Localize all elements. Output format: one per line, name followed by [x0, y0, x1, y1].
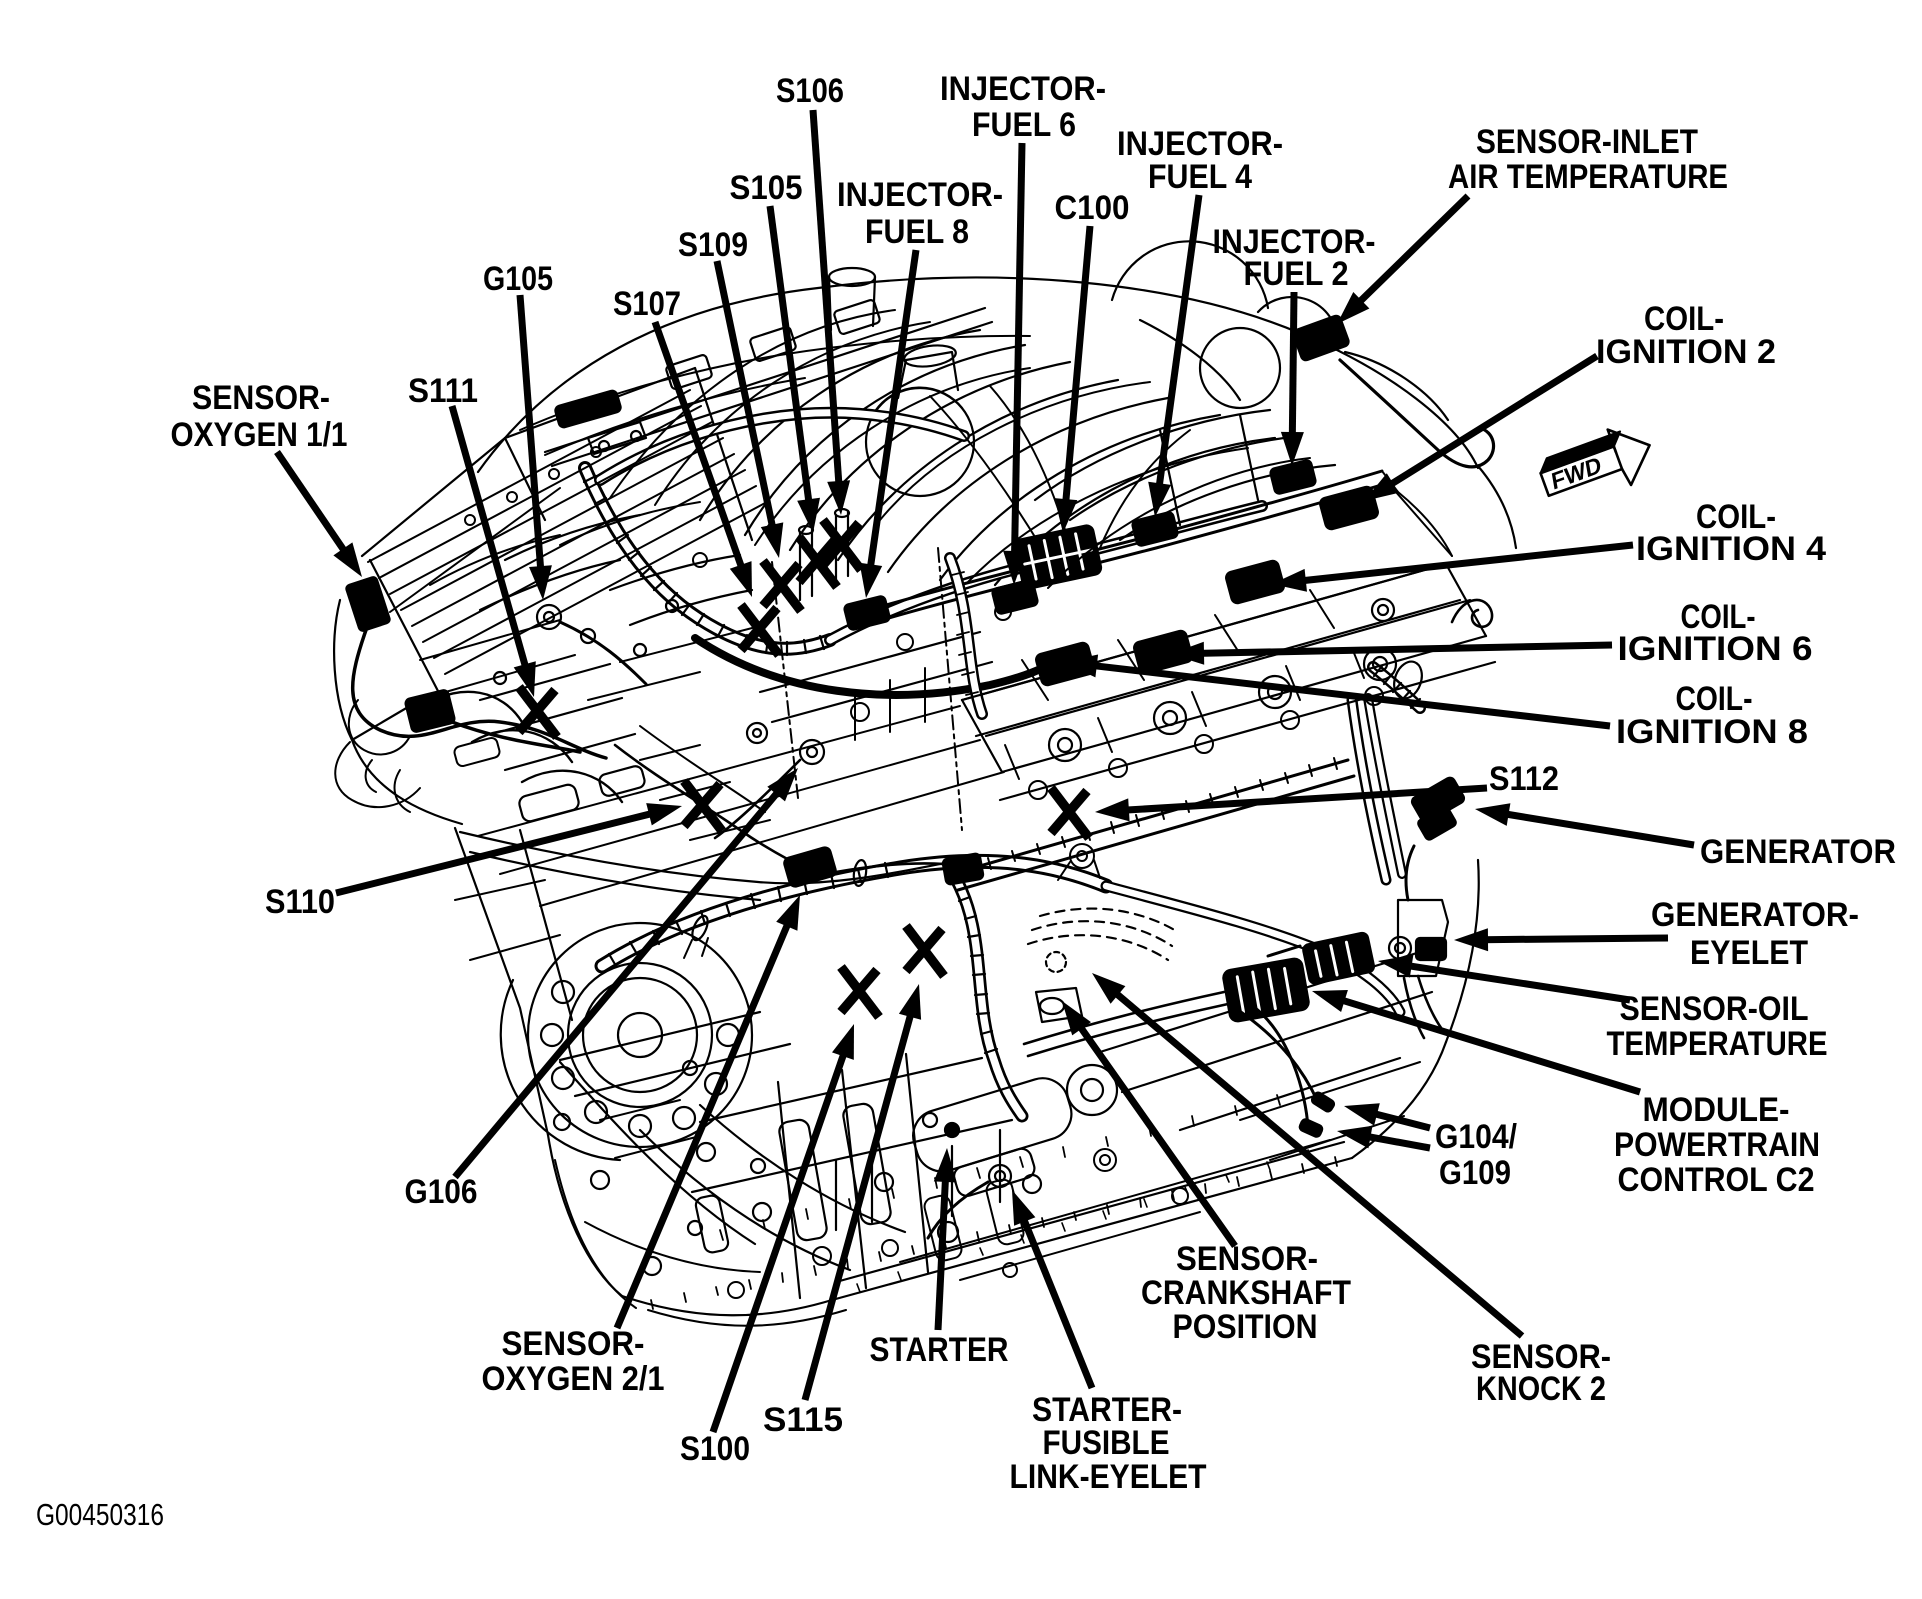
- svg-text:MODULE-: MODULE-: [1643, 1091, 1790, 1129]
- svg-text:IGNITION 6: IGNITION 6: [1618, 630, 1813, 668]
- svg-text:LINK-EYELET: LINK-EYELET: [1010, 1458, 1207, 1496]
- svg-text:G109: G109: [1439, 1154, 1511, 1192]
- svg-text:COIL-: COIL-: [1644, 300, 1724, 338]
- svg-text:INJECTOR-: INJECTOR-: [837, 176, 1003, 214]
- svg-text:CRANKSHAFT: CRANKSHAFT: [1141, 1274, 1351, 1312]
- svg-text:EYELET: EYELET: [1690, 934, 1808, 972]
- svg-text:SENSOR-: SENSOR-: [1471, 1338, 1611, 1376]
- svg-text:INJECTOR-: INJECTOR-: [940, 70, 1106, 108]
- svg-text:G104/: G104/: [1435, 1118, 1517, 1156]
- svg-text:SENSOR-: SENSOR-: [1176, 1240, 1318, 1278]
- svg-text:COIL-: COIL-: [1676, 680, 1753, 718]
- svg-text:FUEL 4: FUEL 4: [1148, 158, 1252, 196]
- svg-text:GENERATOR: GENERATOR: [1700, 833, 1896, 871]
- svg-text:STARTER: STARTER: [870, 1331, 1009, 1369]
- svg-text:INJECTOR-: INJECTOR-: [1213, 223, 1376, 261]
- svg-text:C100: C100: [1055, 189, 1130, 227]
- svg-text:SENSOR-OIL: SENSOR-OIL: [1620, 990, 1809, 1028]
- svg-text:KNOCK 2: KNOCK 2: [1476, 1370, 1606, 1408]
- svg-text:S100: S100: [680, 1430, 750, 1468]
- svg-text:S105: S105: [730, 169, 803, 207]
- svg-text:COIL-: COIL-: [1696, 498, 1776, 536]
- svg-text:POSITION: POSITION: [1173, 1308, 1318, 1346]
- svg-text:COIL-: COIL-: [1681, 598, 1756, 636]
- svg-text:OXYGEN 1/1: OXYGEN 1/1: [171, 416, 348, 454]
- svg-text:AIR TEMPERATURE: AIR TEMPERATURE: [1448, 158, 1728, 196]
- svg-text:S111: S111: [408, 372, 478, 410]
- svg-text:IGNITION 2: IGNITION 2: [1596, 333, 1776, 371]
- svg-text:STARTER-: STARTER-: [1032, 1391, 1182, 1429]
- svg-text:GENERATOR-: GENERATOR-: [1651, 896, 1859, 934]
- svg-text:IGNITION 4: IGNITION 4: [1636, 530, 1826, 568]
- svg-text:S112: S112: [1489, 760, 1559, 798]
- svg-text:SENSOR-: SENSOR-: [502, 1325, 645, 1363]
- svg-text:INJECTOR-: INJECTOR-: [1117, 125, 1283, 163]
- svg-text:SENSOR-: SENSOR-: [192, 379, 330, 417]
- svg-text:S107: S107: [613, 285, 681, 323]
- svg-text:SENSOR-INLET: SENSOR-INLET: [1476, 123, 1698, 161]
- svg-text:IGNITION 8: IGNITION 8: [1616, 713, 1808, 751]
- svg-text:S106: S106: [776, 72, 844, 110]
- svg-text:G105: G105: [483, 260, 553, 298]
- svg-text:TEMPERATURE: TEMPERATURE: [1607, 1025, 1828, 1063]
- svg-text:G106: G106: [405, 1173, 478, 1211]
- svg-text:S110: S110: [265, 883, 335, 921]
- svg-text:CONTROL C2: CONTROL C2: [1618, 1161, 1815, 1199]
- svg-text:POWERTRAIN: POWERTRAIN: [1614, 1126, 1820, 1164]
- svg-text:S115: S115: [763, 1401, 843, 1439]
- svg-text:OXYGEN 2/1: OXYGEN 2/1: [482, 1360, 665, 1398]
- svg-text:G00450316: G00450316: [36, 1497, 164, 1532]
- svg-text:FUEL 2: FUEL 2: [1244, 255, 1349, 293]
- svg-text:S109: S109: [678, 226, 748, 264]
- svg-text:FUSIBLE: FUSIBLE: [1043, 1424, 1170, 1462]
- svg-text:FUEL 6: FUEL 6: [972, 106, 1076, 144]
- svg-text:FUEL 8: FUEL 8: [865, 213, 969, 251]
